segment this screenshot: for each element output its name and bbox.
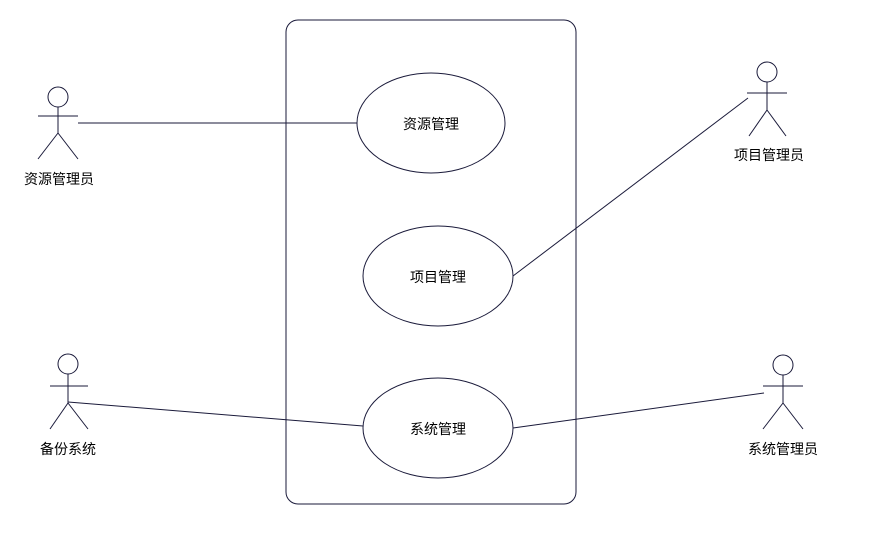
use-case-resource-mgmt-label: 资源管理 — [403, 117, 459, 133]
system-boundary — [285, 19, 577, 505]
use-case-project-mgmt-label: 项目管理 — [410, 270, 466, 286]
actor-system-admin-figure[interactable] — [762, 354, 804, 430]
actor-resource-admin-figure[interactable] — [37, 86, 79, 160]
use-case-project-mgmt[interactable] — [362, 225, 514, 327]
association-backup-system — [67, 401, 364, 427]
actor-project-admin-figure[interactable] — [747, 61, 787, 137]
actor-resource-admin-label: 资源管理员 — [24, 172, 94, 188]
actor-project-admin-label: 项目管理员 — [734, 148, 804, 164]
actor-backup-system-label: 备份系统 — [40, 442, 96, 458]
actor-backup-system-figure[interactable] — [49, 353, 89, 430]
actor-system-admin-label: 系统管理员 — [748, 442, 818, 458]
association-system-admin — [512, 392, 765, 429]
use-case-system-mgmt-label: 系统管理 — [410, 422, 466, 438]
association-project-admin — [512, 97, 749, 277]
use-case-system-mgmt[interactable] — [362, 377, 514, 479]
use-case-resource-mgmt[interactable] — [356, 72, 506, 174]
